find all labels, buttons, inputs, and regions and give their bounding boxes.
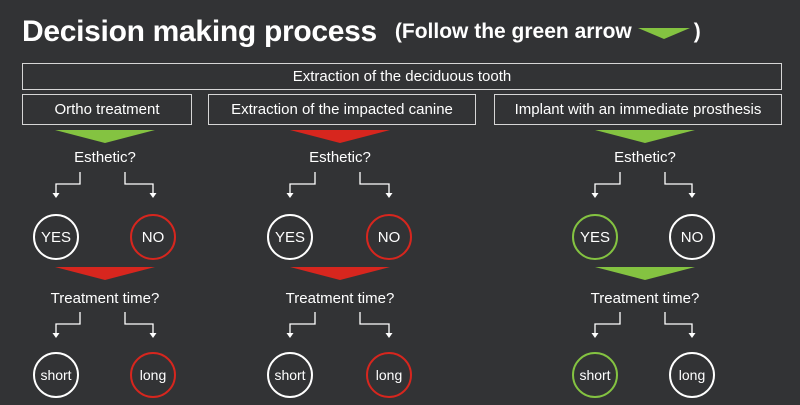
connector-right bbox=[664, 172, 693, 194]
arrowhead-icon bbox=[286, 193, 294, 198]
arrow-ortho-1 bbox=[55, 130, 155, 143]
connector-left bbox=[594, 312, 621, 334]
no-node-implant: NO bbox=[669, 214, 715, 260]
yes-node-canine: YES bbox=[267, 214, 313, 260]
no-node-canine: NO bbox=[366, 214, 412, 260]
arrow-canine-2 bbox=[290, 267, 390, 280]
option-box-implant: Implant with an immediate prosthesis bbox=[494, 94, 782, 125]
arrowhead-icon bbox=[149, 333, 157, 338]
arrowhead-icon bbox=[52, 333, 60, 338]
arrowhead-icon bbox=[688, 333, 696, 338]
question-esthetic-ortho: Esthetic? bbox=[74, 149, 136, 166]
arrow-implant-1 bbox=[595, 130, 695, 143]
yes-node-ortho: YES bbox=[33, 214, 79, 260]
connector-right bbox=[124, 172, 154, 194]
connector-right bbox=[664, 312, 693, 334]
header: Decision making process (Follow the gree… bbox=[22, 12, 701, 52]
long-node-implant: long bbox=[669, 352, 715, 398]
short-node-canine: short bbox=[267, 352, 313, 398]
arrow-implant-2 bbox=[595, 267, 695, 280]
arrowhead-icon bbox=[385, 193, 393, 198]
question-esthetic-implant: Esthetic? bbox=[614, 149, 676, 166]
option-box-ortho: Ortho treatment bbox=[22, 94, 192, 125]
green-arrow-icon bbox=[637, 27, 690, 39]
connector-left bbox=[594, 172, 621, 194]
question-time-implant: Treatment time? bbox=[590, 290, 700, 307]
arrowhead-icon bbox=[149, 193, 157, 198]
arrowhead-icon bbox=[591, 333, 599, 338]
no-node-ortho: NO bbox=[130, 214, 176, 260]
subtitle-close: ) bbox=[693, 20, 701, 43]
subtitle-text: (Follow the green arrow bbox=[394, 20, 632, 43]
arrowhead-icon bbox=[591, 193, 599, 198]
connector-left bbox=[289, 172, 316, 194]
question-time-ortho: Treatment time? bbox=[50, 290, 160, 307]
connector-left bbox=[55, 312, 81, 334]
top-box: Extraction of the deciduous tooth bbox=[22, 63, 782, 90]
subtitle: (Follow the green arrow ) bbox=[395, 20, 701, 44]
connector-left bbox=[289, 312, 316, 334]
connector-right bbox=[359, 172, 390, 194]
arrow-canine-1 bbox=[290, 130, 390, 143]
long-node-ortho: long bbox=[130, 352, 176, 398]
connector-right bbox=[359, 312, 390, 334]
yes-node-implant: YES bbox=[572, 214, 618, 260]
short-node-ortho: short bbox=[33, 352, 79, 398]
connector-right bbox=[124, 312, 154, 334]
long-node-canine: long bbox=[366, 352, 412, 398]
arrow-ortho-2 bbox=[55, 267, 155, 280]
arrowhead-icon bbox=[385, 333, 393, 338]
option-box-canine: Extraction of the impacted canine bbox=[208, 94, 476, 125]
short-node-implant: short bbox=[572, 352, 618, 398]
arrowhead-icon bbox=[688, 193, 696, 198]
arrowhead-icon bbox=[52, 193, 60, 198]
page-title: Decision making process bbox=[22, 15, 377, 48]
arrowhead-icon bbox=[286, 333, 294, 338]
connector-left bbox=[55, 172, 81, 194]
question-time-canine: Treatment time? bbox=[285, 290, 395, 307]
question-esthetic-canine: Esthetic? bbox=[309, 149, 371, 166]
